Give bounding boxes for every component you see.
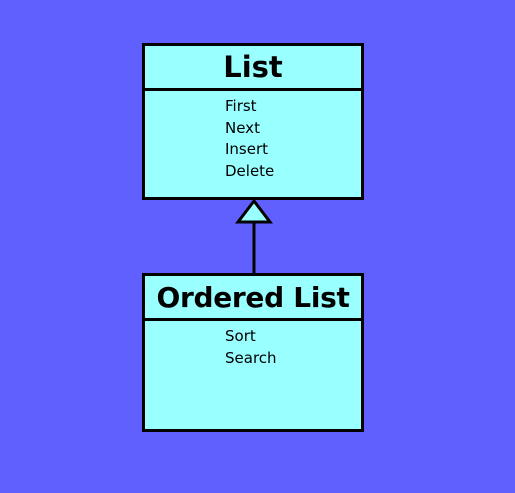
class-box-ordered-list: Ordered List Sort Search: [142, 273, 364, 432]
operation-first: First: [225, 97, 257, 115]
class-name-list: List: [145, 46, 361, 91]
class-operations-list: First Next Insert Delete: [225, 96, 274, 182]
operation-sort: Sort: [225, 327, 256, 345]
operation-next: Next: [225, 118, 260, 137]
operation-delete: Delete: [225, 161, 275, 180]
class-name-ordered-list: Ordered List: [145, 276, 361, 321]
class-box-list: List First Next Insert Delete: [142, 43, 364, 200]
operation-search: Search: [225, 348, 277, 367]
inheritance-arrowhead-icon: [234, 198, 274, 224]
operation-insert: Insert: [225, 140, 269, 158]
class-operations-ordered-list: Sort Search: [225, 326, 277, 369]
